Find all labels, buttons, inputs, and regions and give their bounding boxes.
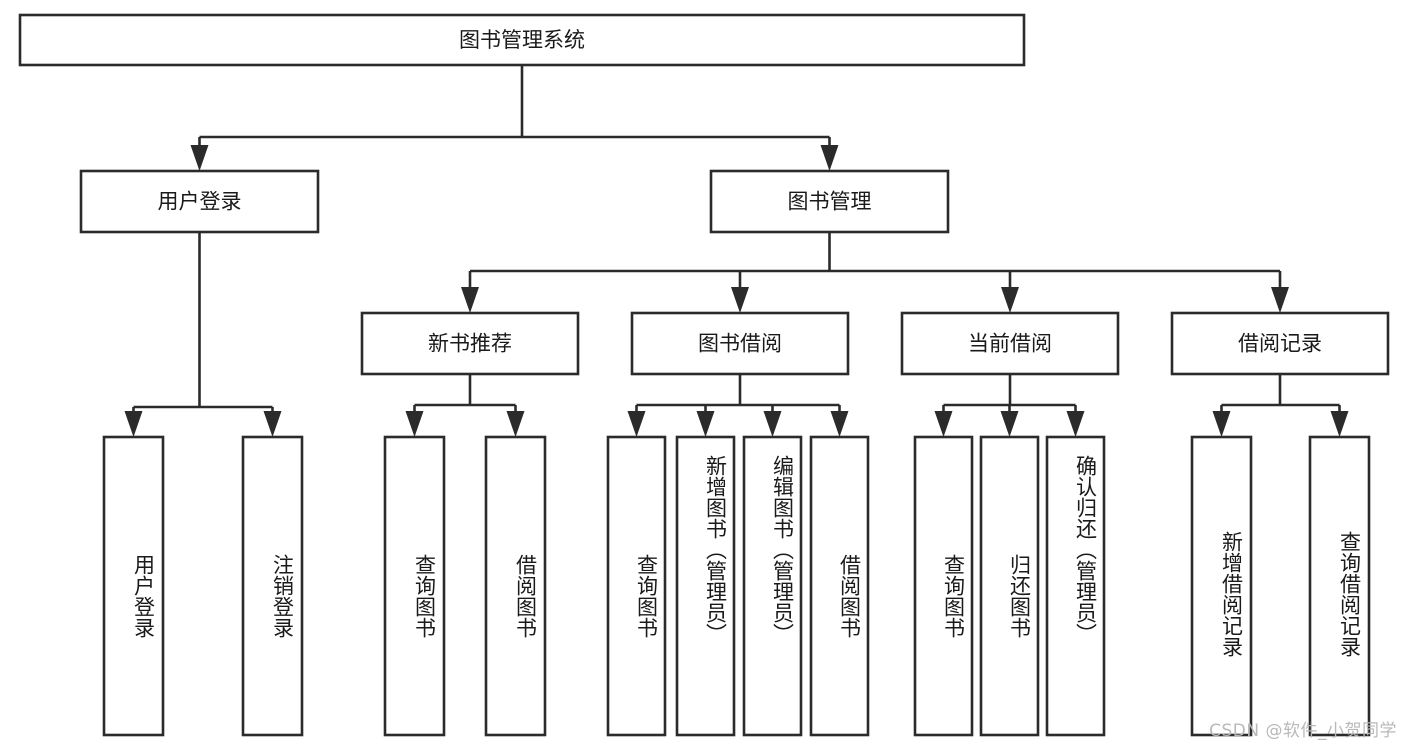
node-leaf-leaf-query-book-rec[interactable]: 查询图书: [383, 435, 446, 737]
node-label: 归还图书: [1008, 554, 1032, 638]
arrow-head-leaf-user-login: [124, 411, 143, 437]
node-label: 图书管理系统: [459, 28, 585, 52]
node-rect: [809, 435, 870, 737]
node-rect: [241, 435, 304, 737]
node-rect: [1170, 311, 1390, 376]
arrow-head-leaf-query-book-rec: [405, 411, 424, 437]
arrow-head-leaf-borrow-book-rec: [506, 411, 525, 437]
arrow-head-leaf-return-book: [1000, 411, 1019, 437]
node-leaf-leaf-confirm-return[interactable]: 确认归还（管理员）: [1045, 435, 1106, 737]
arrow-head-leaf-query-book-cur: [934, 411, 953, 437]
node-rect: [742, 435, 803, 737]
node-leaf-leaf-query-book-borrow[interactable]: 查询图书: [606, 435, 667, 737]
node-label: 注销登录: [271, 554, 295, 638]
node-label: 查询图书: [413, 554, 437, 638]
node-rect: [360, 311, 580, 376]
node-level2-user-login[interactable]: 用户登录: [79, 169, 320, 234]
node-leaf-leaf-borrow-book-rec[interactable]: 借阅图书: [484, 435, 547, 737]
node-rect: [606, 435, 667, 737]
node-label: 借阅图书: [514, 554, 538, 638]
node-label: 新书推荐: [428, 332, 512, 356]
node-label: 图书管理: [788, 190, 872, 214]
arrow-head-book-manage: [820, 145, 839, 171]
node-rect: [900, 311, 1120, 376]
node-label: 用户登录: [158, 190, 242, 214]
node-label: 新增借阅记录: [1220, 531, 1244, 657]
node-rect: [1045, 435, 1106, 737]
node-rect: [1190, 435, 1253, 737]
node-rect: [630, 311, 850, 376]
node-label: 确认归还（管理员）: [1074, 455, 1098, 644]
node-rect: [18, 13, 1026, 67]
node-label: 编辑图书（管理员）: [771, 455, 795, 644]
node-label: 查询借阅记录: [1338, 531, 1362, 657]
node-rect: [913, 435, 974, 737]
node-leaf-leaf-add-book[interactable]: 新增图书（管理员）: [675, 435, 736, 737]
arrow-head-leaf-confirm-return: [1066, 411, 1085, 437]
node-level3-new-book-recommend[interactable]: 新书推荐: [360, 311, 580, 376]
node-leaf-leaf-return-book[interactable]: 归还图书: [979, 435, 1040, 737]
node-rect: [709, 169, 950, 234]
arrow-head-borrow-record: [1271, 287, 1289, 313]
arrow-head-new-book-recommend: [461, 287, 479, 313]
node-leaf-leaf-borrow-book[interactable]: 借阅图书: [809, 435, 870, 737]
node-root-root[interactable]: 图书管理系统: [18, 13, 1026, 67]
node-level2-book-manage[interactable]: 图书管理: [709, 169, 950, 234]
node-label: 查询图书: [635, 554, 659, 638]
node-rect: [979, 435, 1040, 737]
arrow-head-leaf-edit-book: [763, 411, 782, 437]
node-leaf-leaf-query-book-cur[interactable]: 查询图书: [913, 435, 974, 737]
node-rect: [675, 435, 736, 737]
arrow-head-leaf-borrow-book: [830, 411, 849, 437]
node-label: 当前借阅: [968, 332, 1052, 356]
node-label: 借阅记录: [1238, 332, 1322, 356]
node-leaf-leaf-edit-book[interactable]: 编辑图书（管理员）: [742, 435, 803, 737]
arrow-head-user-login: [190, 145, 209, 171]
edge-layer: [124, 65, 1349, 437]
node-label: 新增图书（管理员）: [704, 455, 728, 644]
arrow-head-leaf-add-record: [1212, 411, 1231, 437]
node-rect: [79, 169, 320, 234]
node-label: 查询图书: [942, 554, 966, 638]
node-level3-borrow-record[interactable]: 借阅记录: [1170, 311, 1390, 376]
node-level3-current-borrow[interactable]: 当前借阅: [900, 311, 1120, 376]
node-layer: 图书管理系统用户登录图书管理新书推荐图书借阅当前借阅借阅记录用户登录注销登录查询…: [18, 13, 1390, 737]
arrow-head-book-borrow: [731, 287, 749, 313]
arrow-head-leaf-query-record: [1330, 411, 1349, 437]
node-leaf-leaf-add-record[interactable]: 新增借阅记录: [1190, 435, 1253, 737]
node-leaf-leaf-logout[interactable]: 注销登录: [241, 435, 304, 737]
node-level3-book-borrow[interactable]: 图书借阅: [630, 311, 850, 376]
arrow-head-leaf-add-book: [696, 411, 715, 437]
arrow-head-leaf-logout: [263, 411, 282, 437]
node-label: 用户登录: [132, 554, 156, 638]
arrow-head-leaf-query-book-borrow: [627, 411, 646, 437]
arrow-head-current-borrow: [1001, 287, 1019, 313]
node-rect: [102, 435, 165, 737]
node-label: 图书借阅: [698, 332, 782, 356]
node-label: 借阅图书: [838, 554, 862, 638]
node-rect: [484, 435, 547, 737]
node-leaf-leaf-query-record[interactable]: 查询借阅记录: [1308, 435, 1371, 737]
node-rect: [1308, 435, 1371, 737]
node-leaf-leaf-user-login[interactable]: 用户登录: [102, 435, 165, 737]
node-rect: [383, 435, 446, 737]
